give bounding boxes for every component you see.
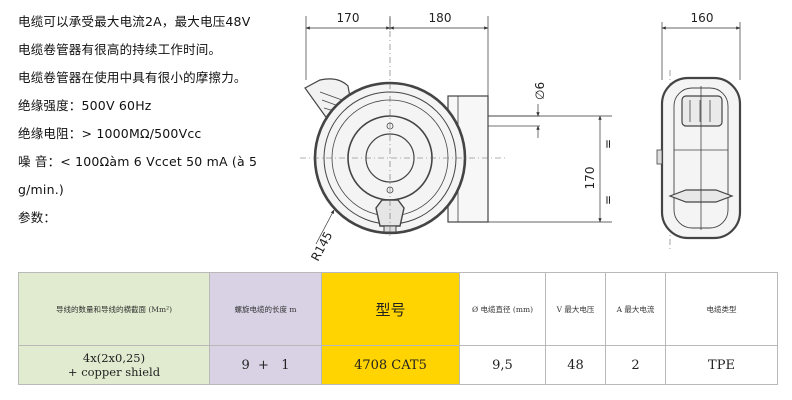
cell-coil-length: 9 + 1 — [209, 345, 322, 385]
spec-text-block: 电缆可以承受最大电流2A，最大电压48V 电缆卷管器有很高的持续工作时间。 电缆… — [18, 8, 303, 232]
header-max-current: A 最大电流 — [605, 272, 666, 346]
header-conductors: 导线的数量和导线的横截面 (Mm²) — [18, 272, 210, 346]
cell-conductors-line1: 4x(2x0,25) — [82, 351, 146, 365]
dim-radius: R145 — [308, 229, 335, 263]
table-row: 4x(2x0,25) + copper shield 9 + 1 4708 CA… — [18, 345, 778, 385]
spec-line-insulation-resistance: 绝缘电阻：> 1000MΩ/500Vcc — [18, 126, 202, 141]
reel-front-view — [304, 78, 489, 235]
spec-line-noise: 噪 音：< 100Ωàm 6 Vccet 50 mA (à 5 g/min.) — [18, 154, 258, 197]
spec-line-parameters: 参数： — [18, 210, 57, 225]
dim-cable-diameter: ∅6 — [533, 82, 547, 100]
dim-width-left: 170 — [337, 11, 360, 25]
reel-side-view — [656, 76, 742, 240]
dim-height: 170 — [583, 167, 597, 190]
spec-line-insulation-strength: 绝缘强度：500V 60Hz — [18, 98, 152, 113]
cell-conductors: 4x(2x0,25) + copper shield — [18, 345, 210, 385]
dim-width-right: 180 — [429, 11, 452, 25]
header-coil-length: 螺旋电缆的长度 m — [209, 272, 322, 346]
dim-equal-mark-bottom: = — [601, 195, 615, 205]
spec-line-current-voltage: 电缆可以承受最大电流2A，最大电压48V — [18, 14, 251, 29]
dim-equal-mark-top: = — [601, 139, 615, 149]
dim-side-width: 160 — [691, 11, 714, 25]
technical-drawing: 170 180 ∅6 170 = = R145 160 — [300, 11, 742, 263]
header-cable-diameter: Ø 电缆直径 (mm) — [459, 272, 546, 346]
header-max-voltage: V 最大电压 — [545, 272, 606, 346]
table-header-row: 导线的数量和导线的横截面 (Mm²) 螺旋电缆的长度 m 型号 Ø 电缆直径 (… — [18, 272, 778, 346]
cell-cable-diameter: 9,5 — [459, 345, 546, 385]
cell-cable-type: TPE — [665, 345, 778, 385]
cell-max-current: 2 — [605, 345, 666, 385]
spec-table: 导线的数量和导线的横截面 (Mm²) 螺旋电缆的长度 m 型号 Ø 电缆直径 (… — [18, 272, 778, 385]
cell-conductors-line2: + copper shield — [67, 365, 161, 379]
header-model: 型号 — [321, 272, 460, 346]
spec-line-friction: 电缆卷管器在使用中具有很小的摩擦力。 — [18, 70, 247, 85]
cell-model: 4708 CAT5 — [321, 345, 460, 385]
header-cable-type: 电缆类型 — [665, 272, 778, 346]
cell-max-voltage: 48 — [545, 345, 606, 385]
spec-line-duty-time: 电缆卷管器有很高的持续工作时间。 — [18, 42, 222, 57]
